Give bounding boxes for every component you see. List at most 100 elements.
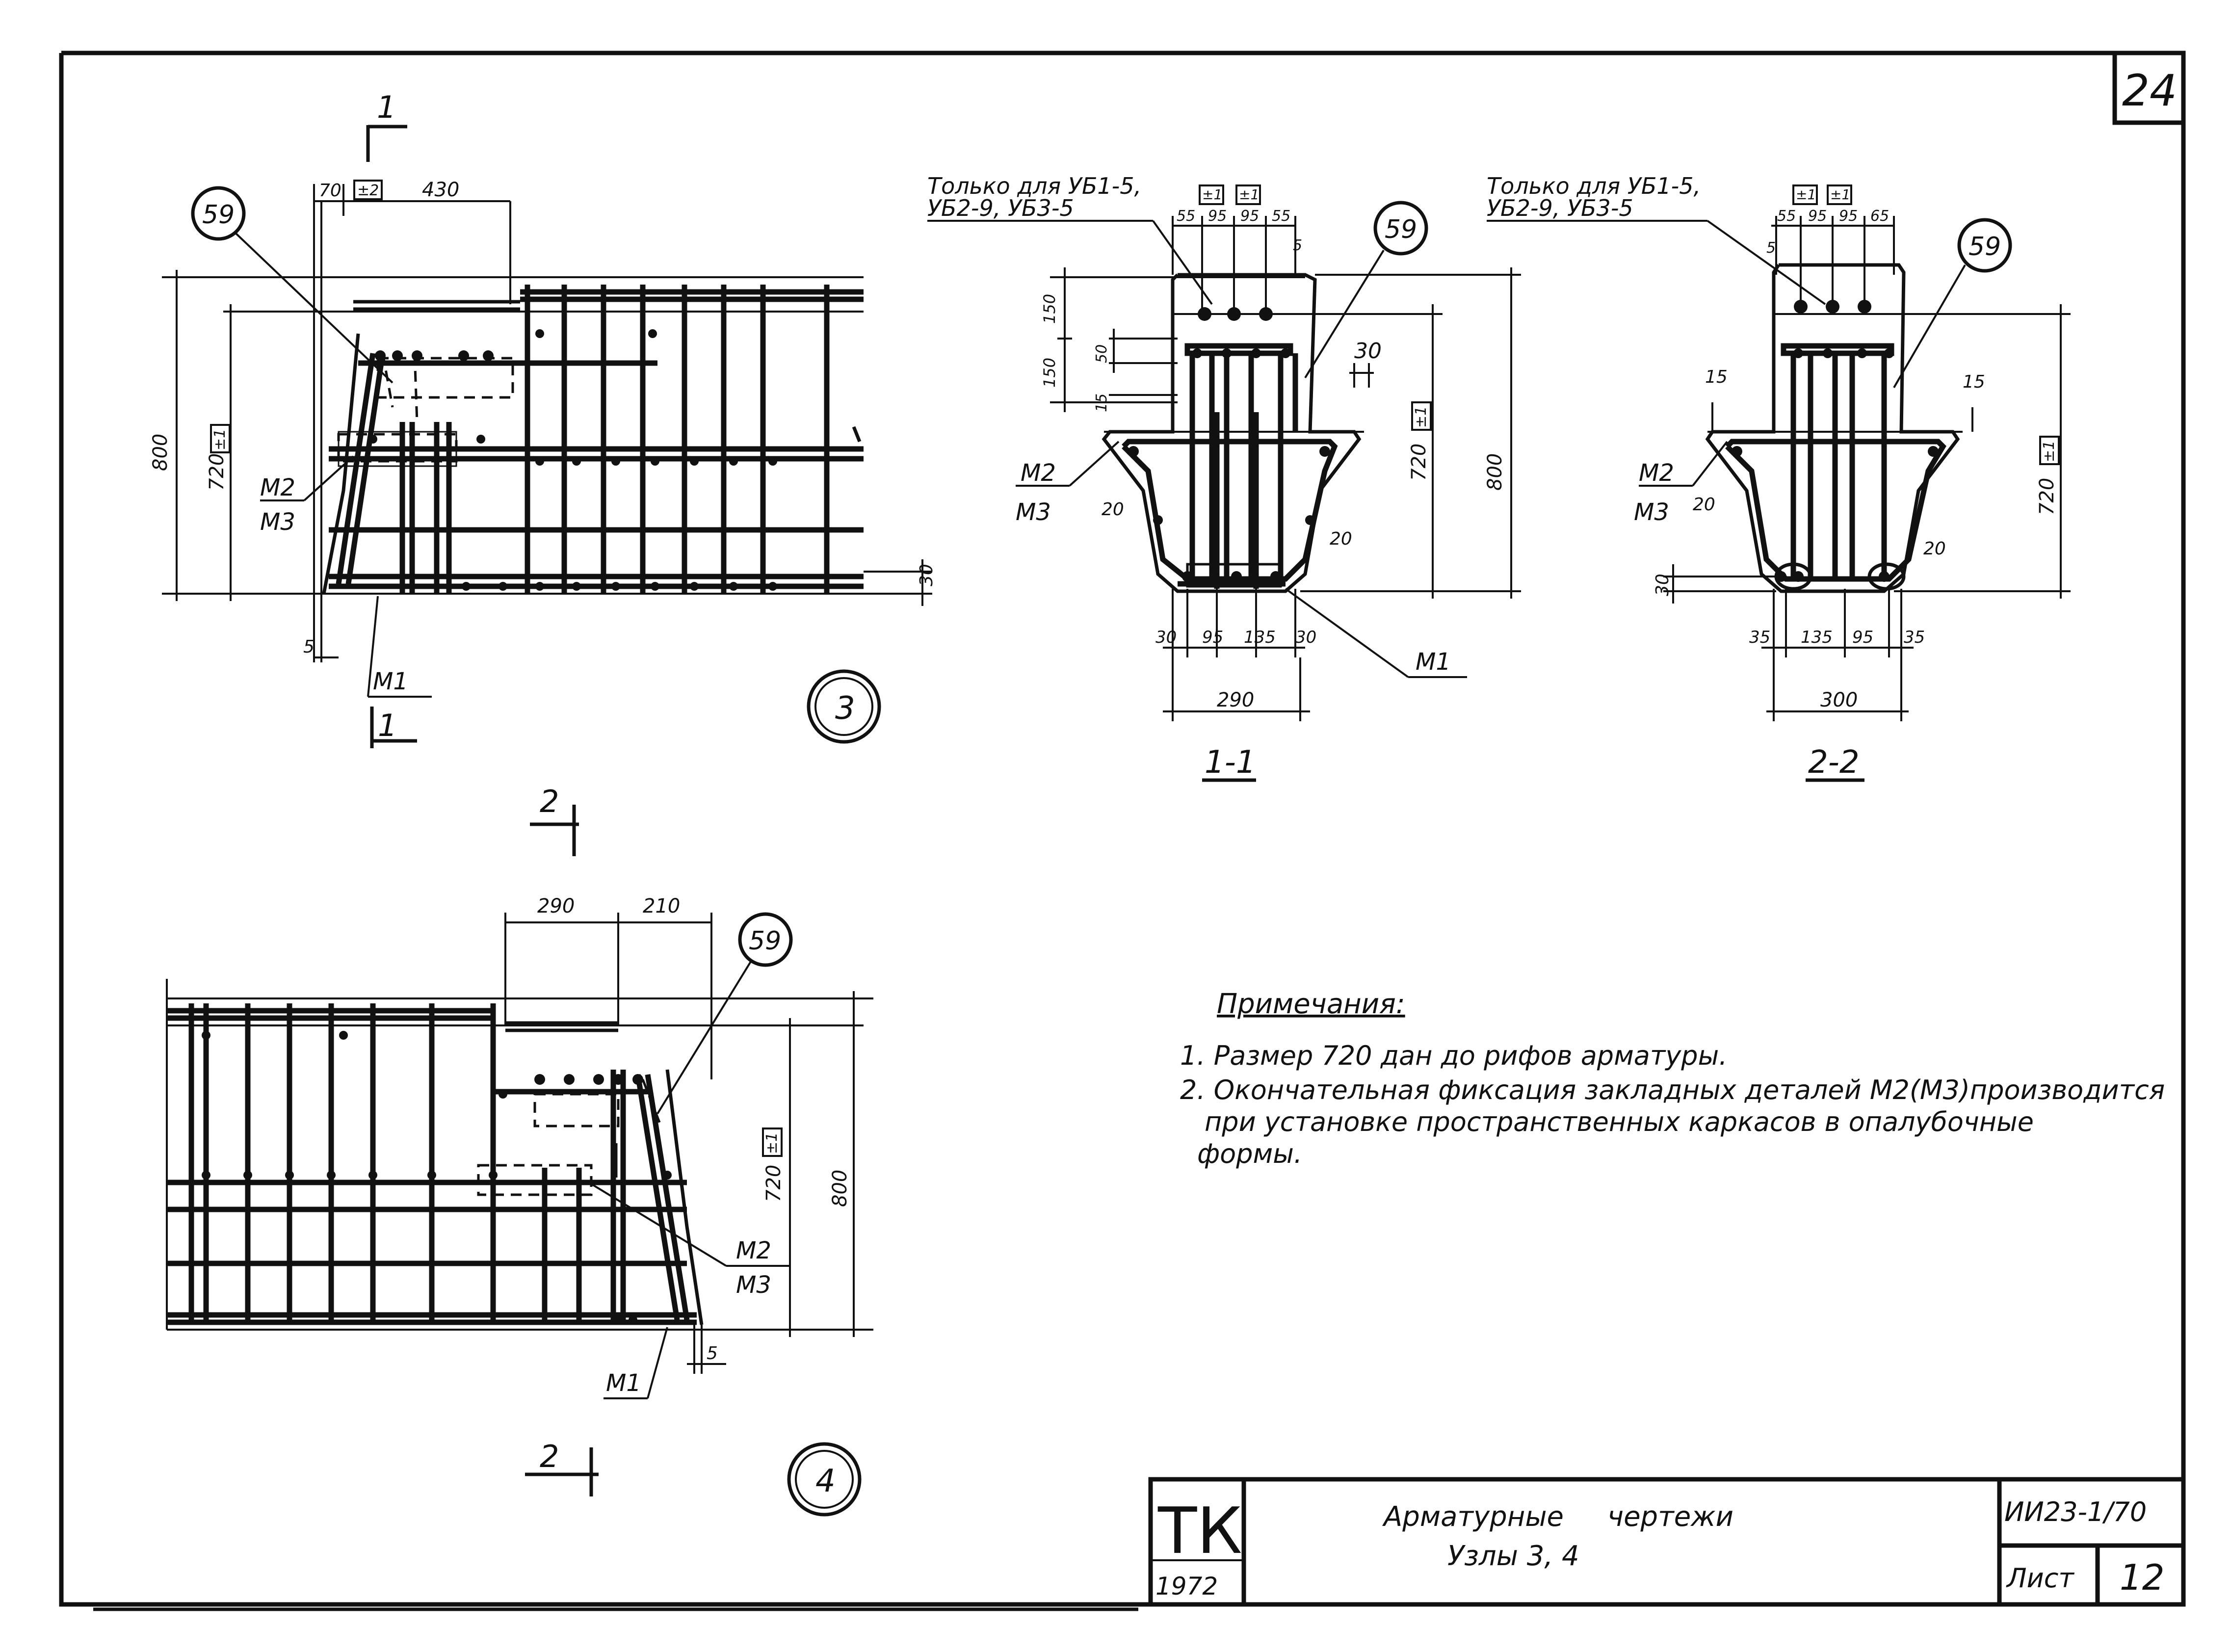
section-2-2-note-line1: Только для УБ1-5, bbox=[1487, 173, 1701, 199]
node-4-dim-290: 290 bbox=[537, 895, 575, 918]
notes-item-2: 2. Окончательная фиксация закладных дета… bbox=[1180, 1075, 2165, 1105]
node-3-section-mark-top: 1 bbox=[377, 89, 396, 125]
section-1-1-bottom-dim-4: 30 bbox=[1295, 628, 1316, 647]
section-2-2-width: 300 bbox=[1820, 689, 1858, 711]
sheet-number: 24 bbox=[2122, 65, 2177, 116]
section-2-2-top-dim-3: 95 bbox=[1839, 208, 1858, 225]
section-2-2-dim-15b: 15 bbox=[1963, 372, 1985, 392]
node-3-section-mark-bottom: 1 bbox=[378, 708, 397, 743]
section-1-1-dim-20b: 20 bbox=[1330, 529, 1352, 549]
section-2-2-dim-20a: 20 bbox=[1693, 495, 1715, 515]
section-1-1-width: 290 bbox=[1217, 689, 1254, 711]
node-3-tol-2: ±2 bbox=[357, 182, 379, 199]
node-4-m1: М1 bbox=[606, 1369, 641, 1397]
section-2-2-dim-5: 5 bbox=[1766, 239, 1776, 257]
section-1-1-note-line1: Только для УБ1-5, bbox=[927, 173, 1141, 199]
node-3-dim-720: 720 bbox=[206, 453, 228, 491]
section-1-1-m1: М1 bbox=[1416, 648, 1451, 676]
section-2-2-bottom-dim-1: 35 bbox=[1749, 628, 1770, 647]
node-4-m2: М2 bbox=[736, 1237, 771, 1264]
section-1-1-tol-c: ±1 bbox=[1413, 406, 1430, 428]
section-1-1-m3: М3 bbox=[1016, 498, 1051, 526]
node-4-section-mark-top: 2 bbox=[540, 784, 559, 819]
section-1-1-top-dim-4: 55 bbox=[1272, 208, 1290, 225]
node-3-dim-430: 430 bbox=[422, 179, 459, 201]
section-1-1-m2: М2 bbox=[1021, 459, 1056, 487]
section-1-1-label: 1-1 bbox=[1205, 744, 1256, 781]
section-2-2-top-dim-2: 95 bbox=[1808, 208, 1827, 225]
section-1-1-top-dim-3: 95 bbox=[1240, 208, 1259, 225]
notes-item-2-cont: при установке пространственных каркасов … bbox=[1205, 1106, 2034, 1137]
notes-heading: Примечания: bbox=[1217, 988, 1405, 1020]
node-3-m2: М2 bbox=[260, 474, 295, 501]
section-2-2-m2: М2 bbox=[1639, 459, 1674, 487]
node-4-section-mark-bottom: 2 bbox=[540, 1439, 559, 1474]
section-1-1-top-dim-1: 55 bbox=[1177, 208, 1195, 225]
section-1-1-bottom-dim-3: 135 bbox=[1244, 628, 1276, 647]
section-2-2-tol-b: ±1 bbox=[1830, 186, 1850, 203]
title-line-1: Арматурные чертежи bbox=[1382, 1501, 1733, 1533]
section-1-1-dim-50: 50 bbox=[1093, 344, 1110, 363]
section-1-1-top-dim-2: 95 bbox=[1208, 208, 1227, 225]
node-4-callout-59: 59 bbox=[749, 926, 781, 956]
notes-block: Примечания: 1. Размер 720 дан до рифов а… bbox=[1180, 988, 2165, 1169]
node-4-dim-720: 720 bbox=[762, 1165, 785, 1202]
section-1-1-dim-150b: 150 bbox=[1040, 358, 1059, 388]
node-3-dim-70: 70 bbox=[319, 181, 341, 201]
node-4-drawing: 2 2 290 210 bbox=[166, 784, 873, 1517]
node-4-dim-210: 210 bbox=[643, 895, 680, 918]
section-2-2-tol-a: ±1 bbox=[1796, 186, 1816, 203]
notes-item-1: 1. Размер 720 дан до рифов арматуры. bbox=[1180, 1040, 1727, 1071]
section-2-2-drawing: Только для УБ1-5, УБ2-9, УБ3-5 ±1 ±1 55 … bbox=[1487, 173, 2071, 782]
section-2-2-top-dim-4: 65 bbox=[1870, 208, 1889, 225]
section-1-1-callout-59: 59 bbox=[1385, 215, 1417, 244]
section-1-1-dim-150a: 150 bbox=[1040, 294, 1059, 324]
section-1-1-dim-720: 720 bbox=[1408, 444, 1430, 481]
section-1-1-dim-5: 5 bbox=[1293, 237, 1302, 254]
node-4-dim-800: 800 bbox=[829, 1170, 851, 1207]
stamp-year: 1972 bbox=[1155, 1572, 1218, 1600]
section-1-1-dim-30: 30 bbox=[1354, 339, 1382, 364]
section-1-1-bottom-dim-2: 95 bbox=[1202, 628, 1223, 647]
notes-item-2-end: формы. bbox=[1197, 1138, 1302, 1169]
title-line-2: Узлы 3, 4 bbox=[1447, 1540, 1579, 1572]
node-3-dim-5: 5 bbox=[303, 637, 315, 657]
section-2-2-bottom-dim-4: 35 bbox=[1904, 628, 1925, 647]
section-2-2-label: 2-2 bbox=[1808, 744, 1860, 781]
node-3-label: 3 bbox=[835, 690, 855, 727]
section-1-1-drawing: Только для УБ1-5, УБ2-9, УБ3-5 ±1 ±1 55 … bbox=[927, 173, 1521, 782]
section-1-1-dim-20a: 20 bbox=[1102, 499, 1124, 520]
section-1-1-tol-b: ±1 bbox=[1239, 186, 1259, 203]
section-2-2-bottom-dim-3: 95 bbox=[1852, 628, 1873, 647]
title-block: ТК 1972 Арматурные чертежи Узлы 3, 4 ИИ2… bbox=[1148, 1477, 2183, 1604]
section-2-2-dim-20b: 20 bbox=[1923, 539, 1946, 559]
node-4-label: 4 bbox=[815, 1463, 836, 1499]
section-2-2-bottom-dim-2: 135 bbox=[1801, 628, 1833, 647]
node-3-m1: М1 bbox=[373, 668, 408, 695]
node-3-tol-1: ±1 bbox=[211, 429, 229, 450]
section-1-1-bottom-dim-1: 30 bbox=[1155, 628, 1177, 647]
section-2-2-tol-c: ±1 bbox=[2041, 441, 2058, 462]
section-2-2-top-dim-1: 55 bbox=[1777, 208, 1796, 225]
stamp-tk: ТК bbox=[1157, 1494, 1242, 1568]
node-4-dim-5: 5 bbox=[707, 1343, 718, 1364]
list-number: 12 bbox=[2120, 1557, 2165, 1598]
list-label: Лист bbox=[2006, 1563, 2074, 1594]
section-1-1-tol-a: ±1 bbox=[1202, 186, 1222, 203]
section-2-2-dim-30: 30 bbox=[1653, 574, 1673, 596]
section-1-1-note-line2: УБ2-9, УБ3-5 bbox=[927, 195, 1074, 221]
section-2-2-callout-59: 59 bbox=[1969, 232, 2001, 262]
section-2-2-dim-15a: 15 bbox=[1705, 367, 1728, 387]
section-1-1-dim-15: 15 bbox=[1093, 393, 1110, 412]
document-code: ИИ23-1/70 bbox=[2004, 1496, 2147, 1527]
node-4-m3: М3 bbox=[736, 1271, 771, 1299]
node-3-callout-59: 59 bbox=[202, 200, 235, 230]
section-1-1-dim-800: 800 bbox=[1484, 453, 1506, 491]
node-3-m3: М3 bbox=[260, 508, 295, 536]
node-4-tol-1: ±1 bbox=[763, 1132, 781, 1154]
node-3-drawing: 1 1 70 ±2 430 bbox=[149, 89, 937, 748]
section-2-2-dim-720: 720 bbox=[2036, 478, 2058, 515]
node-3-dim-800: 800 bbox=[149, 434, 172, 471]
sheet-frame bbox=[59, 51, 2186, 1611]
